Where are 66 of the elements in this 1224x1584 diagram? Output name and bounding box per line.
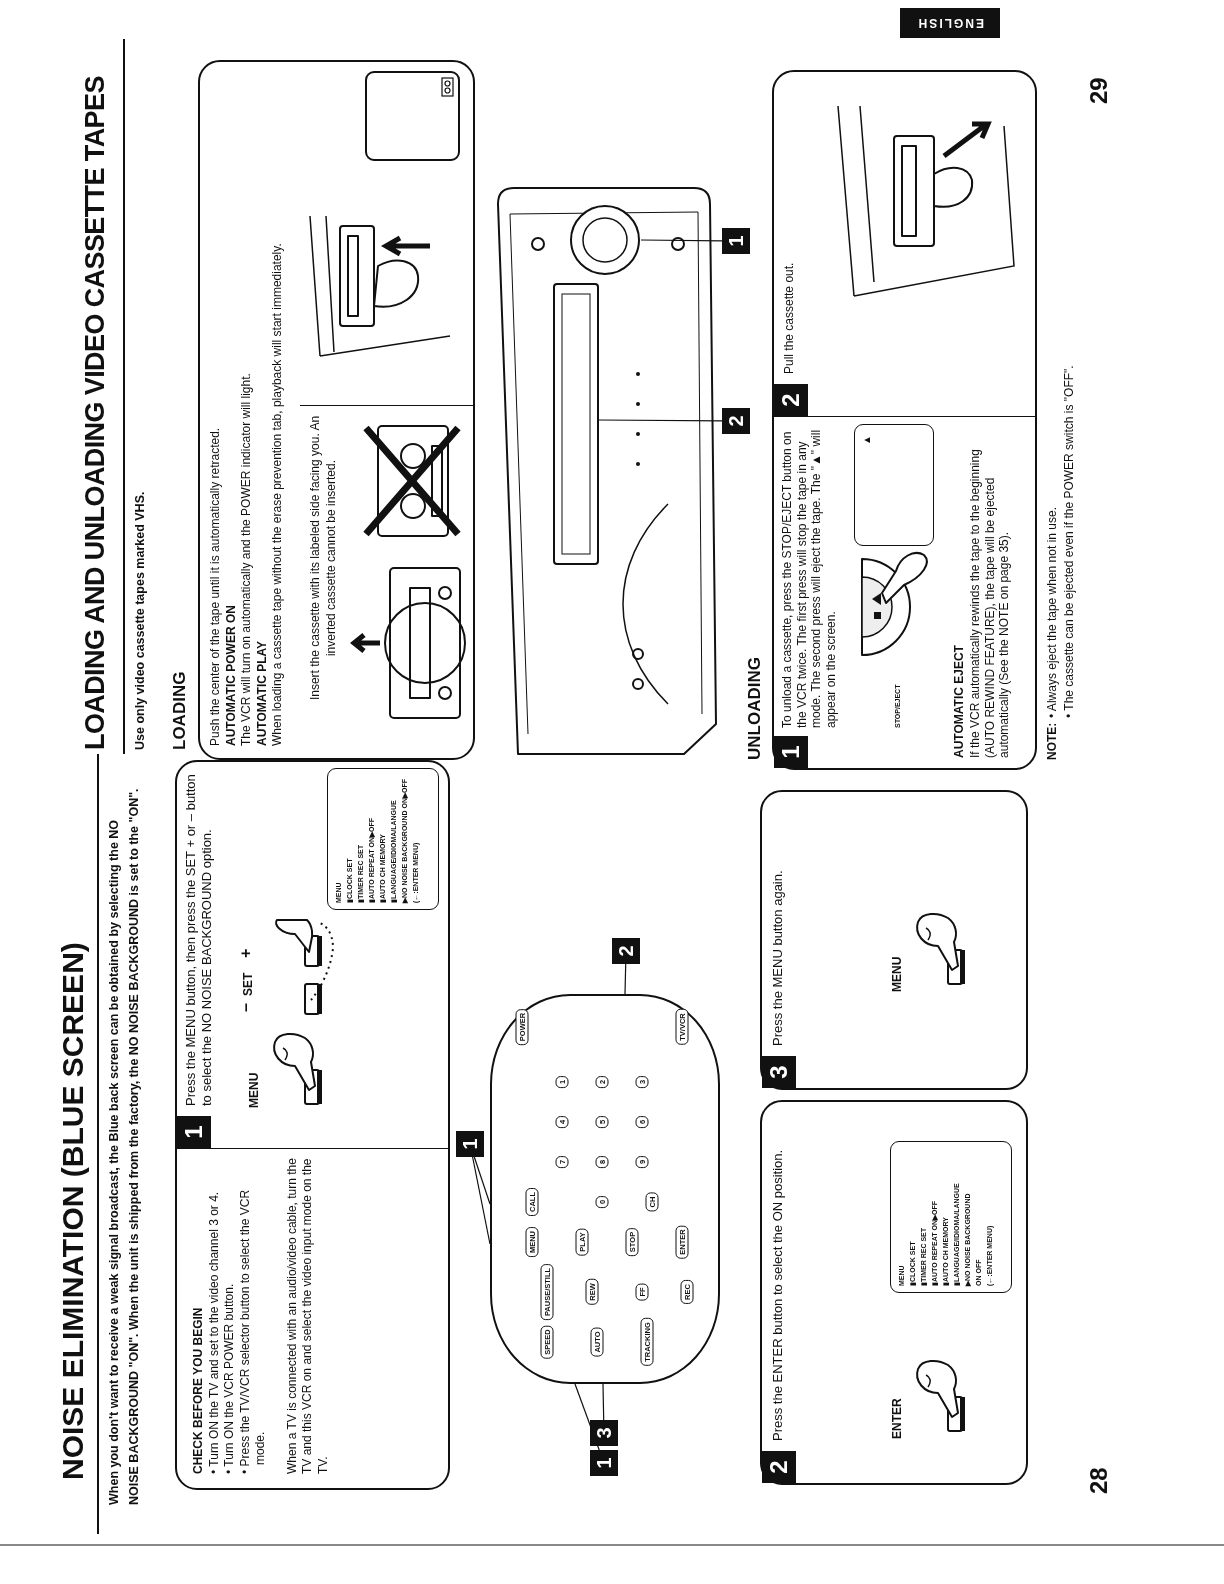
language-tab: ENGLISH [900, 8, 1000, 38]
step-number-badge: 1 [774, 736, 808, 768]
intro-text: Use only video cassette tapes marked VHS. [132, 490, 148, 750]
instruction-text: The VCR will turn on automatically and the POWER indicator will light. [239, 372, 254, 746]
callout-number: 1 [590, 1450, 618, 1476]
step-number-badge: 2 [774, 384, 808, 416]
note-label: NOTE: [1045, 722, 1060, 760]
screen-display [365, 71, 460, 161]
step-card [760, 1100, 1028, 1485]
instruction-text: Insert the cassette with its labeled side facing you. An inverted cassette cannot be inserted. [308, 414, 339, 703]
instruction-card [175, 760, 450, 1490]
callout-number: 1 [456, 1131, 484, 1157]
callout-number: 2 [612, 938, 640, 964]
instruction-text: If the VCR automatically rewinds the tape to the beginning (AUTO REWIND FEATURE), the tape will be ejected automatically (See the NOTE on page 35). [968, 448, 1012, 758]
intro-text: When you don't want to receive a weak signal broadcast, the Blue back screen can be obtained by selecting the NO NOISE BACKGROUND "ON". When the unit is shipped from the factory, the NO NOISE BACKGROUND is set to the "ON". [106, 787, 142, 1505]
button-caption: MENU [247, 1072, 261, 1108]
instruction-card [198, 60, 475, 760]
instruction-text: Press the ENTER button to select the ON position. [770, 1148, 786, 1441]
leader-line [597, 419, 723, 422]
step-card [760, 790, 1028, 1090]
button-caption: SET [241, 972, 255, 996]
leader-line [602, 1383, 605, 1421]
button-caption: + [237, 948, 255, 958]
menu-screen [327, 768, 439, 910]
feature-heading: AUTOMATIC PLAY [254, 639, 270, 746]
button-caption: ENTER [890, 1398, 904, 1439]
note-text: • Always eject the tape when not in use. [1045, 506, 1060, 718]
instruction-text: When a TV is connected with an audio/video cable, turn the TV and this VCR on and select the video input mode on the TV. [284, 1157, 331, 1474]
bullet-item: • Press the TV/VCR selector button to select the VCR mode. [237, 1188, 268, 1474]
callout-number: 3 [590, 1420, 618, 1446]
step-number-badge: 3 [762, 1056, 796, 1088]
leader-line [574, 1383, 600, 1451]
leader-line [472, 1156, 491, 1245]
button-caption: – [237, 1003, 255, 1012]
leader-line [624, 963, 627, 995]
section-heading: LOADING [170, 671, 190, 750]
eject-symbol: ▲ [861, 435, 872, 445]
callout-number: 1 [722, 228, 750, 254]
instruction-text: Press the MENU button, then press the SET + or – button to select the NO NOISE BACKGROUND option. [183, 773, 215, 1106]
menu-screen [890, 1141, 1012, 1293]
instruction-text: Push the center of the tape until it is automatically retracted. [208, 426, 223, 746]
instruction-text: Press the MENU button again. [770, 869, 786, 1046]
bullet-item: • Turn ON the VCR POWER button. [222, 1282, 237, 1474]
instruction-card [772, 70, 1037, 770]
note-text: • The cassette can be ejected even if the POWER switch is "OFF". [1062, 364, 1077, 718]
instruction-text: When loading a cassette tape without the erase prevention tab, playback will start immediately. [270, 242, 285, 746]
step-number-badge: 2 [762, 1451, 796, 1483]
instruction-text: Pull the cassette out. [782, 261, 797, 374]
section-heading: UNLOADING [745, 657, 765, 760]
screen-display [854, 424, 934, 546]
page-number: 28 [1085, 1467, 1113, 1494]
instruction-text: To unload a cassette, press the STOP/EJECT button on the VCR twice. The first press will stop the tape in any mode. The second press will eject the tape. The "▲" will appear on the screen. [780, 428, 838, 728]
instruction-panel [774, 416, 1035, 768]
page-title: LOADING AND UNLOADING VIDEO CASSETTE TAPES [80, 76, 111, 750]
step-number-badge: 1 [177, 1116, 211, 1148]
leader-line [640, 239, 723, 242]
feature-heading: AUTOMATIC EJECT [952, 644, 967, 758]
feature-heading: AUTOMATIC POWER ON [223, 604, 239, 746]
remote-control [490, 994, 720, 1384]
page-title: NOISE ELIMINATION (BLUE SCREEN) [56, 942, 90, 1480]
button-caption: MENU [890, 956, 904, 992]
bullet-item: • Turn ON the TV and set to the video channel 3 or 4. [206, 1190, 222, 1474]
page-number: 29 [1085, 77, 1113, 104]
checklist-heading: CHECK BEFORE YOU BEGIN [191, 1306, 206, 1474]
leader-line [473, 1156, 491, 1205]
callout-number: 2 [722, 408, 750, 434]
